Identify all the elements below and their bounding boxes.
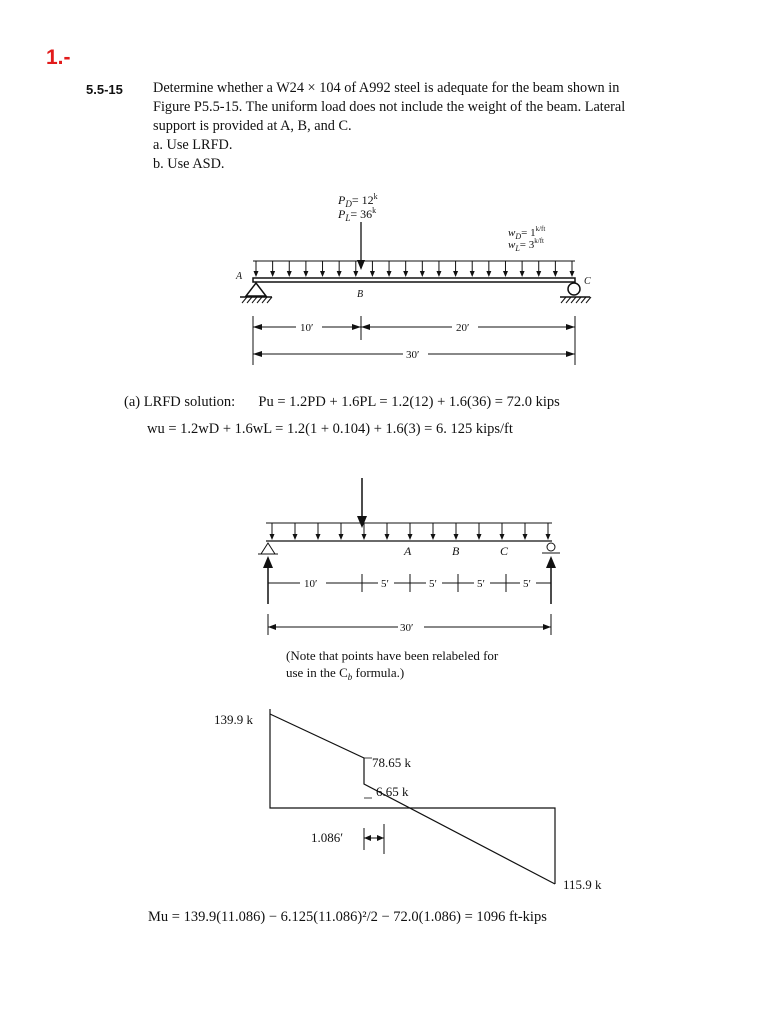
pin-support	[244, 281, 268, 297]
shear-value-139-9: 139.9 k	[214, 712, 254, 727]
moment-equation: Mu = 139.9(11.086) − 6.125(11.086)²/2 − …	[148, 909, 547, 925]
label-b: B	[357, 289, 363, 300]
problem-item-a: a. Use LRFD.	[153, 137, 233, 153]
load-arrow-head	[536, 271, 542, 277]
label-c: C	[584, 276, 591, 287]
load-arrow-head	[320, 271, 326, 277]
relabeled-beam-figure: A B C 10′ 5′ 5′ 5′ 5′ 30′ (Note that poi…	[258, 478, 560, 682]
problem-number: 5.5-15	[86, 82, 123, 97]
beam	[252, 277, 576, 283]
svg-text:use in the Cb formula.): use in the Cb formula.)	[286, 665, 404, 682]
load-arrow-head	[403, 271, 409, 277]
load-arrow-head	[361, 534, 367, 540]
wl-symbol: w	[508, 239, 516, 251]
dim-5c: 5′	[477, 578, 485, 590]
load-arrow-head	[519, 271, 525, 277]
load-arrow-head	[569, 271, 575, 277]
load-arrow-head	[469, 271, 475, 277]
shear-value-78-65: 78.65 k	[372, 755, 412, 770]
label-a: A	[235, 271, 243, 282]
load-arrow-head	[369, 271, 375, 277]
dim-30-2: 30′	[400, 622, 413, 634]
label-b-2: B	[452, 544, 460, 558]
load-arrow-head	[292, 534, 298, 540]
svg-text:PL= 36k: PL= 36k	[337, 206, 376, 223]
distributed-load-arrows	[253, 261, 575, 277]
pd-symbol: P	[337, 193, 346, 207]
load-arrow-head	[545, 534, 551, 540]
svg-text:wD= 1k/ft: wD= 1k/ft	[508, 225, 545, 241]
pl-symbol: P	[337, 207, 346, 221]
problem-line-2: Figure P5.5-15. The uniform load does no…	[153, 99, 626, 115]
lrfd-equation-wu: wu = 1.2wD + 1.6wL = 1.2(1 + 0.104) + 1.…	[147, 421, 513, 437]
load-arrow-head	[286, 271, 292, 277]
lrfd-equation-pu: (a) LRFD solution: Pu = 1.2PD + 1.6PL = …	[124, 394, 560, 411]
shear-zero-distance: 1.086′	[311, 830, 343, 845]
beam-figure: PD= 12k PL= 36k wD= 1k/ft wL= 3k/ft A B …	[235, 192, 592, 365]
dim-10: 10′	[300, 322, 313, 334]
load-arrow-head	[453, 534, 459, 540]
load-arrow-head	[419, 271, 425, 277]
shear-line	[269, 713, 556, 885]
shear-value-6-65: 6.65 k	[376, 784, 409, 799]
load-arrow-head	[430, 534, 436, 540]
distributed-load-arrows-2	[269, 523, 551, 540]
shear-diagram: 139.9 k 78.65 k 6.65 k 115.9 k 1.086′	[214, 709, 602, 892]
problem-item-b: b. Use ASD.	[153, 156, 225, 172]
load-arrow-head	[338, 534, 344, 540]
dim-30: 30′	[406, 349, 419, 361]
wd-symbol: w	[508, 227, 516, 239]
dim-5a: 5′	[381, 578, 389, 590]
load-arrow-head	[453, 271, 459, 277]
load-arrow-head	[386, 271, 392, 277]
problem-line-1: Determine whether a W24 × 104 of A992 st…	[153, 80, 620, 96]
load-arrow-head	[436, 271, 442, 277]
load-arrow-head	[353, 271, 359, 277]
load-arrow-head	[270, 271, 276, 277]
label-a-2: A	[403, 544, 412, 558]
question-number: 1.-	[46, 46, 71, 69]
load-arrow-head	[552, 271, 558, 277]
load-arrow-head	[253, 271, 259, 277]
relabel-note-line-1: (Note that points have been relabeled fo…	[286, 648, 499, 663]
label-c-2: C	[500, 544, 509, 558]
load-arrow-head	[384, 534, 390, 540]
load-arrow-head	[269, 534, 275, 540]
dim-20: 20′	[456, 322, 469, 334]
dim-10-2: 10′	[304, 578, 317, 590]
load-arrow-head	[502, 271, 508, 277]
svg-text:wL= 3k/ft: wL= 3k/ft	[508, 237, 544, 253]
roller-support	[567, 282, 581, 296]
pu-equation: Pu = 1.2PD + 1.6PL = 1.2(12) + 1.6(36) =…	[258, 394, 560, 410]
load-arrow-head	[522, 534, 528, 540]
load-arrow-head	[476, 534, 482, 540]
svg-text:PD= 12k: PD= 12k	[337, 192, 378, 209]
load-arrow-head	[336, 271, 342, 277]
relabel-note-line-2: use in the C	[286, 665, 348, 680]
shear-value-115-9: 115.9 k	[563, 877, 602, 892]
dim-5d: 5′	[523, 578, 531, 590]
load-arrow-head	[407, 534, 413, 540]
problem-statement: Determine whether a W24 × 104 of A992 st…	[153, 79, 713, 174]
dim-5b: 5′	[429, 578, 437, 590]
load-arrow-head	[486, 271, 492, 277]
lrfd-label: (a) LRFD solution:	[124, 394, 236, 410]
load-arrow-head	[499, 534, 505, 540]
load-arrow-head	[303, 271, 309, 277]
problem-line-3: support is provided at A, B, and C.	[153, 118, 352, 134]
load-arrow-head	[315, 534, 321, 540]
